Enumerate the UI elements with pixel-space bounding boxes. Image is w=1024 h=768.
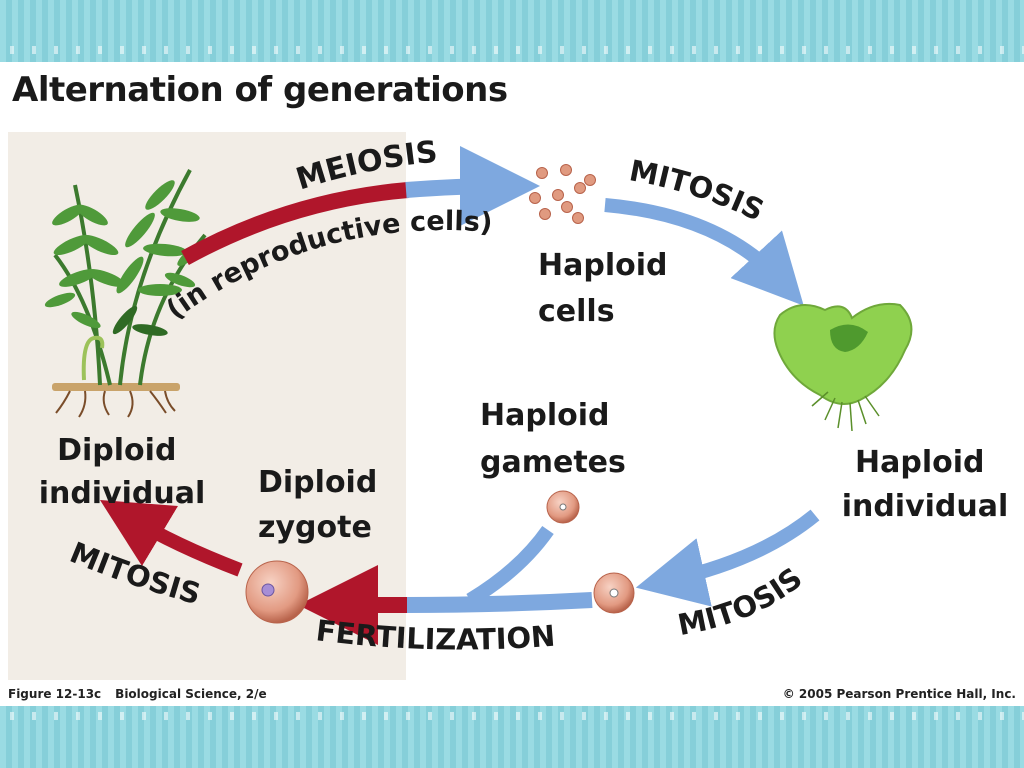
haploid-cells-cluster — [529, 164, 596, 224]
mitosis-arrow-top — [604, 198, 804, 306]
bottom-wave-pattern — [0, 712, 1024, 720]
figure-caption: Figure 12-13c Biological Science, 2/e — [8, 687, 267, 701]
diploid-zygote-label: Diploid zygote — [258, 465, 388, 545]
mitosis-arrow-left — [99, 499, 243, 577]
gamete-join-arrow — [466, 525, 554, 607]
fertilization-arrow-blue — [404, 592, 593, 613]
diploid-zygote-cell — [245, 560, 309, 624]
haploid-cells-label: Haploid cells — [538, 248, 678, 329]
copyright-notice: © 2005 Pearson Prentice Hall, Inc. — [782, 687, 1016, 701]
meiosis-arrow-blue — [405, 146, 540, 227]
meiosis-arrow-red — [181, 182, 409, 266]
diploid-individual-label: Diploid individual — [39, 433, 206, 511]
haploid-gamete-right — [593, 572, 635, 614]
haploid-individual-label: Haploid individual — [842, 445, 1009, 524]
mitosis-arrow-right — [635, 509, 820, 607]
page-title: Alternation of generations — [12, 70, 508, 110]
gametophyte-icon — [773, 302, 913, 432]
top-wave-pattern — [0, 46, 1024, 54]
haploid-gametes-label: Haploid gametes — [480, 398, 626, 480]
figure-number: Figure 12-13c — [8, 687, 102, 701]
fertilization-label: FERTILIZATION — [314, 613, 556, 656]
haploid-gamete-top — [546, 490, 580, 524]
book-title: Biological Science, 2/e — [115, 687, 267, 701]
